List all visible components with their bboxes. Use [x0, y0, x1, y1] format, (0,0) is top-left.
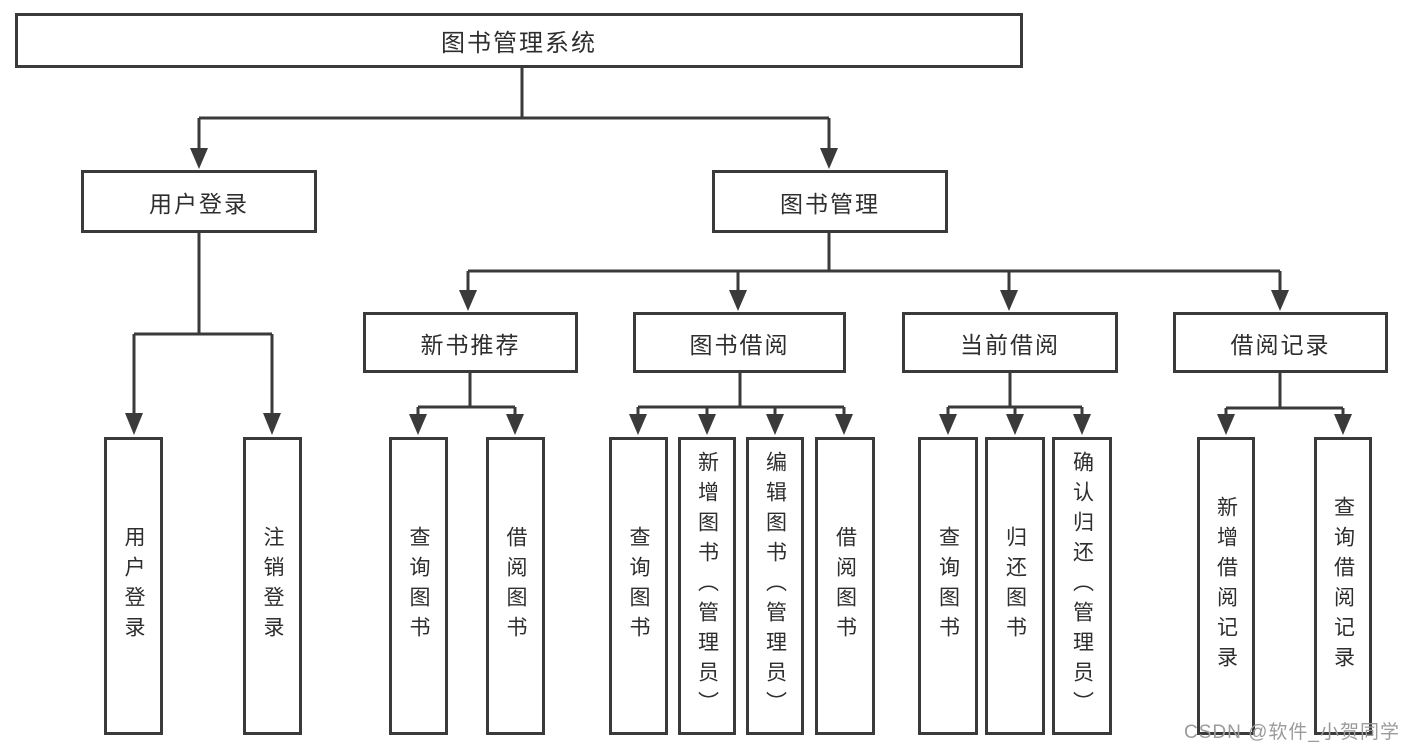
csdn-watermark: CSDN @软件_小贺同学 [1184, 722, 1400, 743]
node-current-borrowing-label: 当前借阅 [960, 331, 1060, 358]
leaf-recommend-borrow-books: 借阅图书 [486, 437, 545, 735]
leaf-search-borrow-record: 查询借阅记录 [1314, 437, 1372, 735]
leaf-return-books-label: 归还图书 [1003, 526, 1027, 646]
leaf-current-search-books: 查询图书 [918, 437, 978, 735]
node-borrowing-records: 借阅记录 [1173, 312, 1388, 373]
leaf-confirm-return-admin: 确认归还（管理员） [1052, 437, 1112, 735]
leaf-add-books-admin: 新增图书（管理员） [678, 437, 736, 735]
arrowheads [125, 148, 1352, 435]
node-new-book-recommendation-label: 新书推荐 [420, 331, 521, 358]
node-book-borrowing-label: 图书借阅 [689, 331, 790, 358]
leaf-borrowing-search-books: 查询图书 [609, 437, 668, 735]
leaf-borrowing-search-books-label: 查询图书 [627, 526, 650, 646]
node-user-login: 用户登录 [81, 170, 317, 233]
leaf-user-login-label: 用户登录 [122, 526, 145, 646]
node-user-login-label: 用户登录 [149, 190, 249, 217]
node-book-borrowing: 图书借阅 [633, 312, 846, 373]
leaf-edit-books-admin-label: 编辑图书（管理员） [763, 451, 787, 721]
leaf-return-books: 归还图书 [985, 437, 1045, 735]
leaf-recommend-search-books: 查询图书 [389, 437, 448, 735]
connector-edges [132, 68, 1345, 417]
leaf-logout: 注销登录 [243, 437, 302, 735]
node-book-management-label: 图书管理 [780, 190, 880, 217]
node-borrowing-records-label: 借阅记录 [1230, 331, 1331, 358]
leaf-add-books-admin-label: 新增图书（管理员） [695, 451, 719, 721]
leaf-confirm-return-admin-label: 确认归还（管理员） [1070, 451, 1094, 721]
leaf-recommend-search-books-label: 查询图书 [407, 526, 430, 646]
leaf-borrowing-borrow-books: 借阅图书 [815, 437, 875, 735]
node-book-management: 图书管理 [712, 170, 948, 233]
node-current-borrowing: 当前借阅 [902, 312, 1118, 373]
leaf-search-borrow-record-label: 查询借阅记录 [1331, 496, 1355, 676]
leaf-current-search-books-label: 查询图书 [936, 526, 960, 646]
node-new-book-recommendation: 新书推荐 [363, 312, 578, 373]
leaf-recommend-borrow-books-label: 借阅图书 [504, 526, 527, 646]
leaf-borrowing-borrow-books-label: 借阅图书 [833, 526, 857, 646]
leaf-user-login: 用户登录 [104, 437, 163, 735]
node-library-management-system-label: 图书管理系统 [441, 30, 597, 57]
leaf-add-borrow-record-label: 新增借阅记录 [1214, 496, 1238, 676]
leaf-logout-label: 注销登录 [261, 526, 284, 646]
leaf-add-borrow-record: 新增借阅记录 [1197, 437, 1255, 735]
leaf-edit-books-admin: 编辑图书（管理员） [746, 437, 804, 735]
node-library-management-system: 图书管理系统 [15, 13, 1023, 68]
